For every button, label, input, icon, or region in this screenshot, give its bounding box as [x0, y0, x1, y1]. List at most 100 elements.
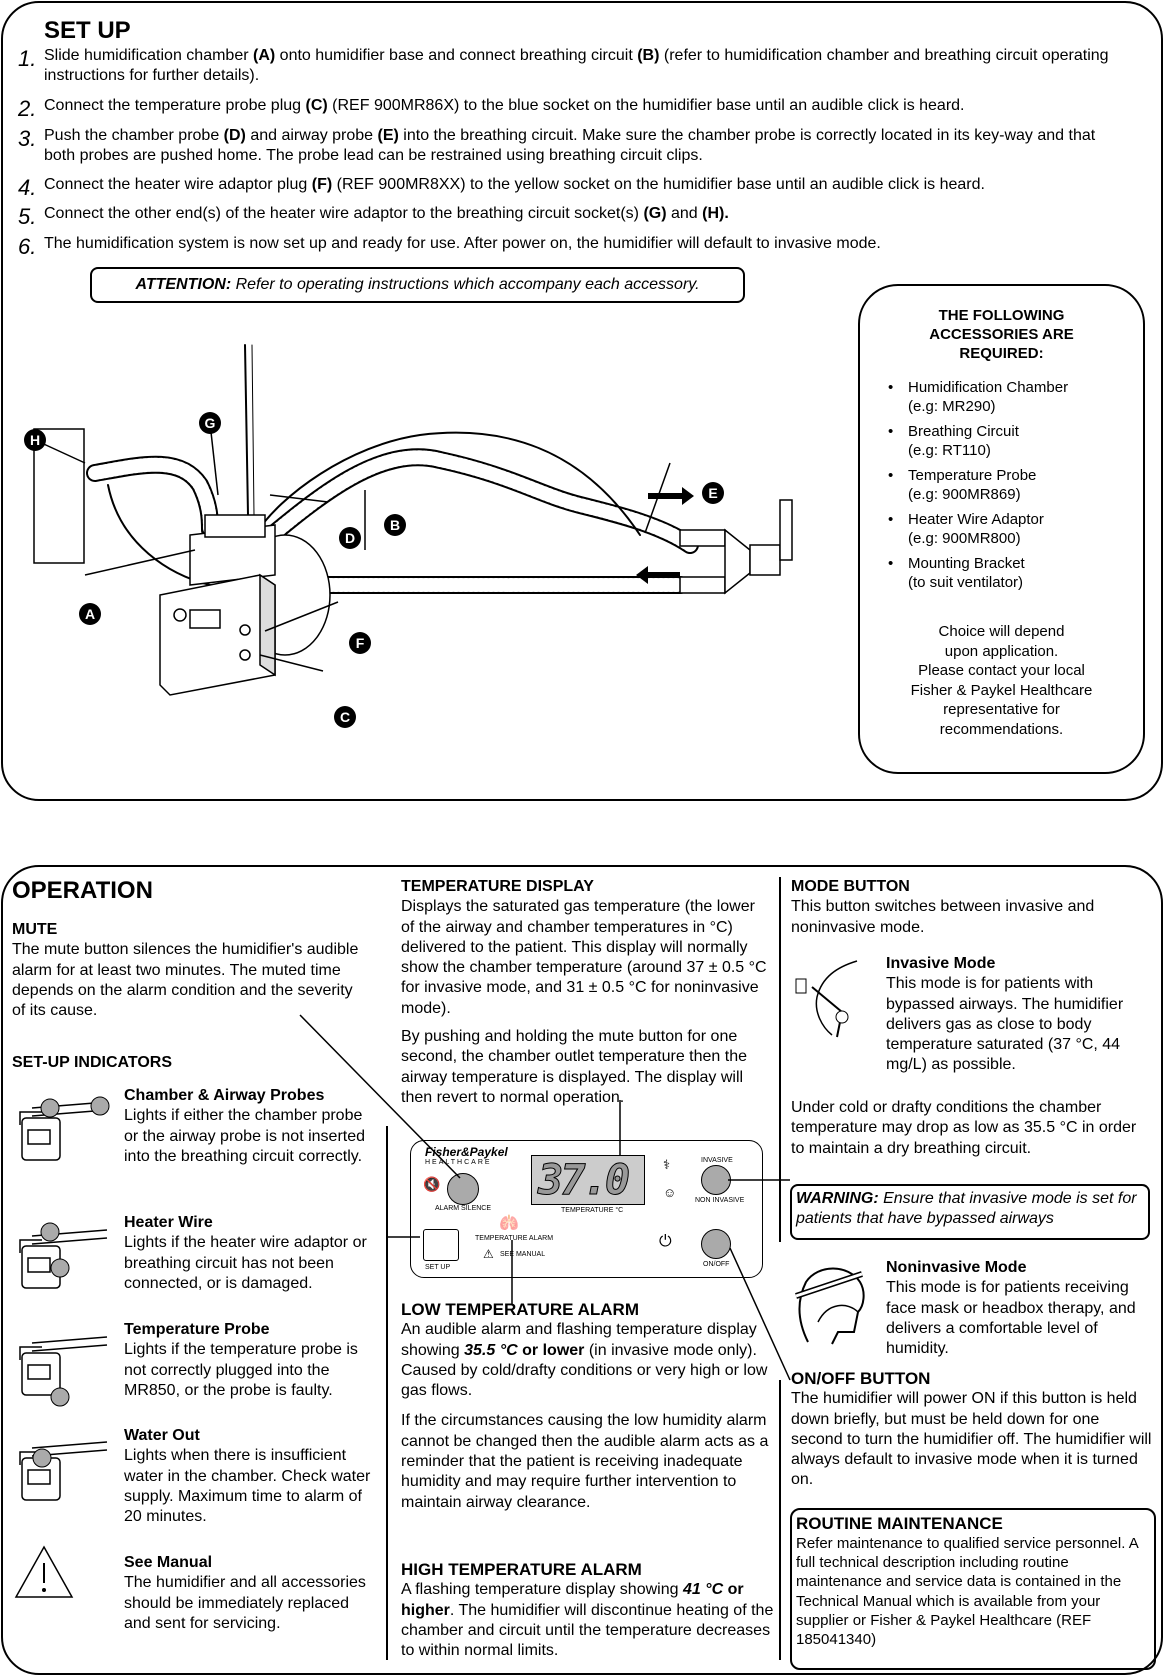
display-value: 37.0: [537, 1155, 630, 1204]
accessories-list: Humidification Chamber(e.g: MR290) Breat…: [888, 378, 1138, 598]
high-temp-alarm-section: HIGH TEMPERATURE ALARM A flashing temper…: [401, 1560, 774, 1660]
attention-text: Refer to operating instructions which ac…: [231, 276, 700, 293]
step-text: Connect the temperature probe plug: [44, 97, 306, 114]
mute-heading: MUTE: [12, 921, 58, 938]
on-off-label: ON/OFF: [703, 1261, 730, 1268]
step-number: 2.: [18, 96, 37, 121]
setup-indicators-heading: SET-UP INDICATORS: [12, 1054, 173, 1071]
on-off-section: ON/OFF BUTTON The humidifier will power …: [791, 1369, 1152, 1489]
callout-g: G: [205, 415, 216, 431]
list-item: Mounting Bracket(to suit ventilator): [888, 554, 1138, 592]
step-text: (REF 900MR8XX) to the yellow socket on t…: [332, 176, 985, 193]
column-divider: [779, 1380, 781, 1660]
wye-connector: [679, 499, 793, 595]
speaker-muted-icon: 🔇: [423, 1176, 441, 1192]
callout-markers: H G B D E A F C: [24, 412, 724, 728]
routine-maintenance-box: ROUTINE MAINTENANCE Refer maintenance to…: [790, 1508, 1156, 1670]
step-ref: (B): [637, 47, 660, 64]
heater-wire-indicator-icon: [19, 1222, 108, 1289]
cold-conditions-note: Under cold or drafty conditions the cham…: [791, 1099, 1137, 1157]
step-text: Connect the heater wire adaptor plug: [44, 176, 312, 193]
brand-sub: HEALTHCARE: [425, 1159, 492, 1166]
step-number: 6.: [18, 234, 37, 259]
humidifier-unit: [159, 514, 331, 696]
invasive-patient-icon: [795, 960, 858, 1038]
accessories-box: THE FOLLOWING ACCESSORIES ARE REQUIRED: …: [858, 284, 1145, 774]
step-ref: (F): [311, 176, 333, 193]
step-number: 5.: [18, 204, 37, 229]
mute-section: MUTE The mute button silences the humidi…: [12, 920, 362, 1021]
operation-title: OPERATION: [12, 877, 153, 904]
probe-indicator-icon: [19, 1096, 110, 1161]
step-ref: (G): [643, 205, 667, 222]
step-number: 3.: [18, 126, 37, 151]
step-ref: (A): [253, 47, 276, 64]
indicator-chamber-airway: Chamber & Airway Probes Lights if either…: [124, 1087, 366, 1165]
step-text: Push the chamber probe: [44, 127, 224, 144]
indicator-heater-wire: Heater Wire Lights if the heater wire ad…: [124, 1214, 367, 1292]
setup-title: SET UP: [44, 17, 131, 44]
indicator-water-out: Water Out Lights when there is insuffici…: [124, 1427, 371, 1526]
temperature-probe-indicator-icon: [19, 1336, 108, 1407]
step-text: (refer to humidification chamber and bre…: [44, 47, 1109, 84]
temperature-display-section: TEMPERATURE DISPLAY Displays the saturat…: [401, 878, 767, 1106]
accessories-note: Choice will depend upon application. Ple…: [910, 623, 1093, 738]
invasive-mode-section: Invasive Mode This mode is for patients …: [886, 955, 1124, 1074]
humidifier-control-panel: Fisher&Paykel HEALTHCARE 🔇 ALARM SILENCE…: [410, 1140, 763, 1278]
callout-d: D: [345, 530, 355, 546]
column-divider: [779, 877, 781, 1242]
callout-e: E: [708, 485, 717, 501]
noninvasive-patient-icon: [795, 1267, 865, 1345]
callout-h: H: [30, 432, 40, 448]
breathing-circuit-tubes: [86, 344, 699, 594]
step-text: onto humidifier base and connect breathi…: [275, 47, 638, 64]
alarm-silence-label: ALARM SILENCE: [435, 1205, 492, 1212]
setup-diagram: H G B D E A F C: [24, 344, 793, 728]
invasive-label: INVASIVE: [701, 1157, 733, 1164]
see-manual-warning-icon: [14, 1545, 74, 1598]
step-ref: (D): [223, 127, 246, 144]
water-out-indicator-icon: [19, 1441, 108, 1501]
set-up-label: SET UP: [425, 1264, 451, 1271]
on-off-button[interactable]: [701, 1229, 731, 1259]
low-temp-alarm-section: LOW TEMPERATURE ALARM An audible alarm a…: [401, 1300, 769, 1511]
noninvasive-mode-section: Noninvasive Mode This mode is for patien…: [886, 1259, 1136, 1358]
lung-icon: 🫁: [499, 1215, 519, 1232]
step-ref: (C): [305, 97, 328, 114]
step-text: Slide humidification chamber: [44, 47, 253, 64]
step-text: (REF 900MR86X) to the blue socket on the…: [327, 97, 965, 114]
callout-a: A: [85, 606, 95, 622]
callout-c: C: [340, 709, 350, 725]
callout-f: F: [356, 635, 365, 651]
callout-b: B: [390, 517, 400, 533]
see-manual-label: SEE MANUAL: [500, 1251, 546, 1258]
step-number: 4.: [18, 175, 37, 200]
step-text: Connect the other end(s) of the heater w…: [44, 205, 644, 222]
indicator-see-manual: See Manual The humidifier and all access…: [124, 1554, 366, 1632]
accessories-title: THE FOLLOWING ACCESSORIES ARE REQUIRED:: [929, 307, 1074, 362]
temperature-alarm-label: TEMPERATURE ALARM: [475, 1235, 554, 1242]
step-text: and airway probe: [245, 127, 378, 144]
temperature-display: 37.0: [531, 1155, 645, 1205]
setup-indicator-icon: [423, 1229, 459, 1261]
attention-label: ATTENTION:: [135, 276, 232, 293]
power-icon: ⏻: [659, 1233, 672, 1250]
operation-panel: [1, 865, 1163, 1675]
setup-panel: [1, 1, 1163, 801]
warning-box: WARNING: Ensure that invasive mode is se…: [790, 1184, 1150, 1240]
mode-button[interactable]: [701, 1165, 731, 1195]
see-manual-icon: ⚠: [483, 1247, 494, 1261]
flow-arrows: [636, 487, 694, 584]
brand-logo: Fisher&Paykel: [425, 1145, 508, 1159]
list-item: Heater Wire Adaptor(e.g: 900MR800): [888, 510, 1138, 548]
step-number: 1.: [18, 46, 37, 71]
step-text: and: [666, 205, 703, 222]
step-ref: (H).: [702, 205, 729, 222]
alarm-silence-button[interactable]: [447, 1173, 479, 1205]
noninvasive-label: NON INVASIVE: [695, 1197, 745, 1204]
column-divider: [386, 1126, 388, 1660]
step-ref: (E): [377, 127, 399, 144]
step-text: into the breathing circuit. Make sure th…: [44, 127, 1096, 164]
list-item: Humidification Chamber(e.g: MR290): [888, 378, 1138, 416]
